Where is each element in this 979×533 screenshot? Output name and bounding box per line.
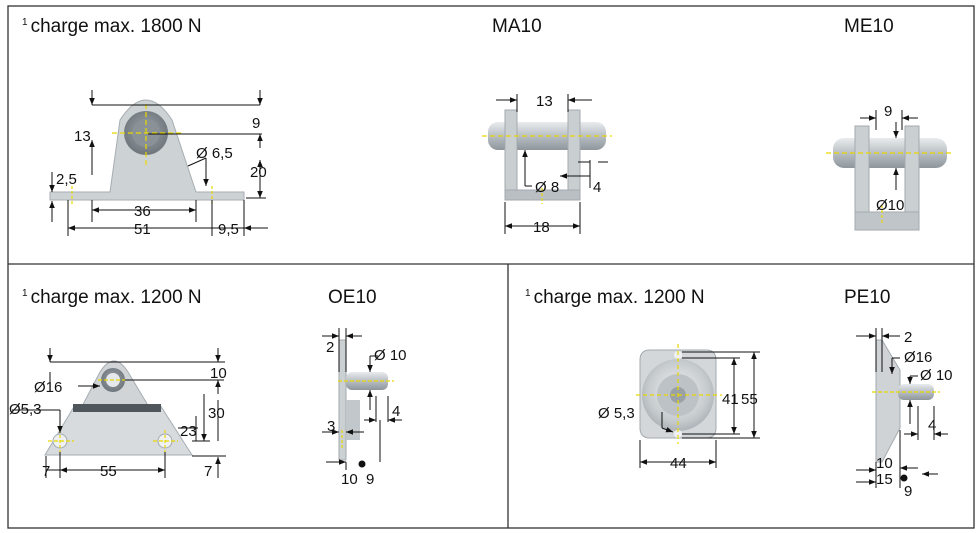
ma10-dim-8: Ø 8 <box>535 179 559 196</box>
plate-part <box>44 360 193 456</box>
pe10-dim-15: 15 <box>876 471 893 488</box>
bracket-dim-20: 20 <box>250 164 267 181</box>
pe10-dimension-labels: 2 Ø16 Ø 10 4 10 15 9 <box>876 329 953 500</box>
oe10-dot <box>358 460 366 468</box>
plate-dimension-lines <box>12 348 226 478</box>
pe10-dim-4: 4 <box>928 417 936 434</box>
oe10-dim-3: 3 <box>327 418 335 435</box>
oe10-dim-10-top: Ø 10 <box>374 347 407 364</box>
square-plate-dim-55: 55 <box>741 391 758 408</box>
plate-dim-7-right: 7 <box>204 463 212 480</box>
square-plate-dim-44: 44 <box>670 455 687 472</box>
ma10-dim-18: 18 <box>533 219 550 236</box>
plate-dim-55: 55 <box>100 463 117 480</box>
pe10-title: PE10 <box>844 287 891 308</box>
pe10-dim-10-top: Ø 10 <box>920 367 953 384</box>
plate-dim-7-left: 7 <box>42 463 50 480</box>
bracket-dim-2-5: 2,5 <box>56 171 77 188</box>
me10-title: ME10 <box>844 16 894 37</box>
oe10-title: OE10 <box>328 287 377 308</box>
bracket-dimension-lines <box>49 90 268 236</box>
oe10-dim-4: 4 <box>392 403 400 420</box>
ma10-part <box>482 109 612 204</box>
plate-dimension-labels: Ø16 10 Ø5,3 30 23 7 55 7 <box>9 365 227 480</box>
pe10-dim-10: 10 <box>876 455 893 472</box>
pe10-dim-16: Ø16 <box>904 349 932 366</box>
square-plate-dim-5-3: Ø 5,3 <box>598 405 635 422</box>
ma10-dimension-labels: 13 Ø 8 4 18 <box>533 93 601 236</box>
ma10-title: MA10 <box>492 16 542 37</box>
bracket-dim-51: 51 <box>134 221 151 238</box>
square-plate-dim-41: 41 <box>722 391 739 408</box>
plate-dim-30: 30 <box>208 405 225 422</box>
me10-part <box>826 125 954 231</box>
oe10-dim-2: 2 <box>326 339 334 356</box>
plate-dim-23: 23 <box>180 423 197 440</box>
me10-dim-10: Ø10 <box>876 197 904 214</box>
bracket-dim-36: 36 <box>134 203 151 220</box>
pe10-dim-2: 2 <box>904 329 912 346</box>
square-plate-dimension-lines <box>639 351 760 468</box>
bracket-part <box>49 99 245 205</box>
plate-dim-10: 10 <box>210 365 227 382</box>
me10-dim-9: 9 <box>884 103 892 120</box>
plate-dim-16: Ø16 <box>34 379 62 396</box>
outer-frame <box>7 5 975 529</box>
pe10-dot <box>900 474 908 482</box>
square-plate-dimension-labels: 41 55 Ø 5,3 44 <box>598 391 758 472</box>
ma10-dim-13: 13 <box>536 93 553 110</box>
ma10-dimension-lines <box>496 94 608 234</box>
me10-dimension-lines <box>860 110 918 190</box>
pe10-dim-9: 9 <box>904 483 912 500</box>
oe10-dim-9: 9 <box>366 471 374 488</box>
bracket-dim-13: 13 <box>74 128 91 145</box>
oe10-dimension-labels: 2 Ø 10 4 3 10 9 <box>326 339 407 488</box>
oe10-dimension-lines <box>322 328 402 470</box>
plate-dim-5-3: Ø5,3 <box>9 401 42 418</box>
pe10-dimension-lines <box>856 328 948 488</box>
bracket-dim-9: 9 <box>252 115 260 132</box>
panel-borders <box>7 5 975 529</box>
bracket-dimension-labels: 13 9 Ø 6,5 20 2,5 36 51 9,5 <box>56 115 267 238</box>
square-plate-part <box>636 344 722 444</box>
oe10-dim-10-bottom: 10 <box>341 471 358 488</box>
me10-dimension-labels: 9 Ø10 <box>876 103 904 214</box>
ma10-dim-4: 4 <box>593 179 601 196</box>
bracket-dim-hole-dia: Ø 6,5 <box>196 145 233 162</box>
bracket-dim-9-5: 9,5 <box>218 221 239 238</box>
